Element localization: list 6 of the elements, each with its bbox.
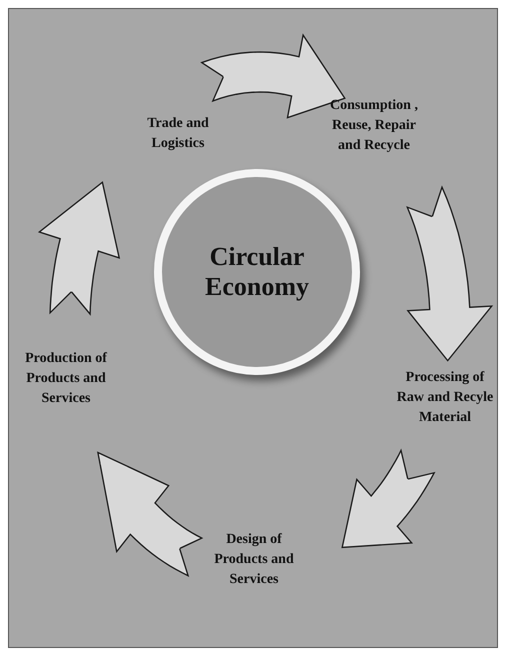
stage-label: Design of Products and Services <box>198 530 310 590</box>
center-title: Circular Economy <box>204 242 310 302</box>
stage-label: Production of Products and Services <box>10 349 122 409</box>
stage-label: Trade and Logistics <box>128 114 228 154</box>
stage-label: Consumption , Reuse, Repair and Recycle <box>328 96 420 156</box>
stage-label: Processing of Raw and Recyle Material <box>396 368 494 428</box>
